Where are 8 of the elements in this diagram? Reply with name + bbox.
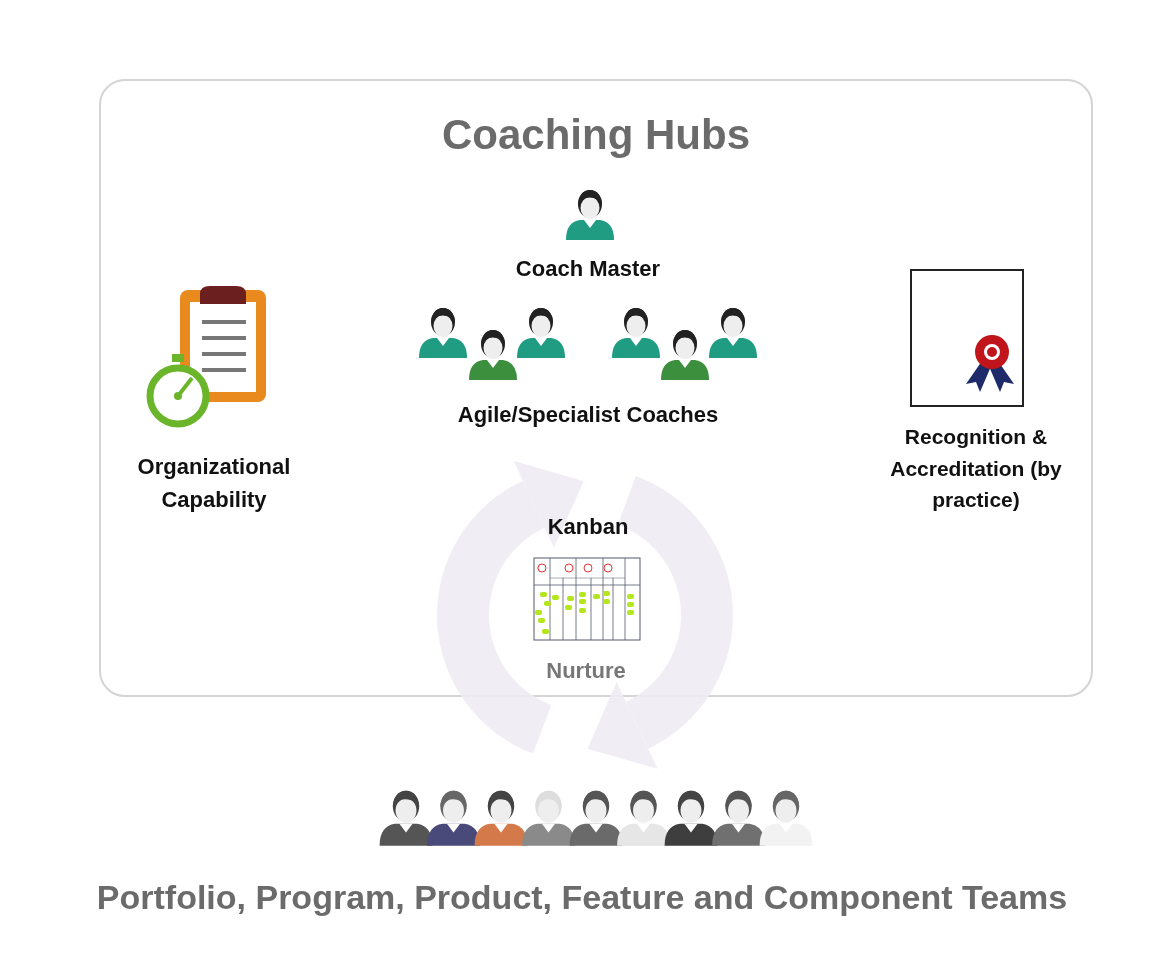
role-label: Agile/Specialist Coaches	[456, 401, 720, 429]
item-label: Kanban	[546, 513, 630, 541]
item-label: Recognition & Accreditation (by practice)	[889, 424, 1063, 513]
item-label: Organizational Capability	[136, 453, 292, 514]
footer-heading: Portfolio, Program, Product, Feature and Component Teams	[95, 877, 1069, 918]
panel-title: Coaching Hubs	[441, 111, 751, 159]
role-label: Coach Master	[514, 255, 662, 283]
item-label: Nurture	[545, 657, 627, 685]
